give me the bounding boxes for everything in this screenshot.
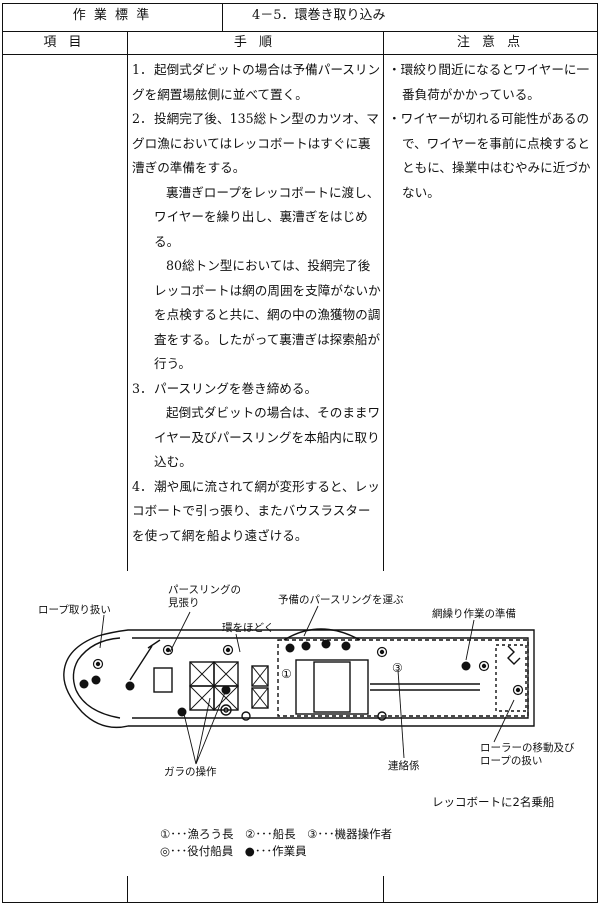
notes-column: ・環絞り間近になるとワイヤーに一番負荷がかかっている。 ・ワイヤーが切れる可能性…	[388, 58, 593, 205]
hull-outline	[63, 629, 535, 729]
column-notes: 注 意 点	[456, 35, 525, 50]
officer-marker	[379, 649, 385, 655]
procedure-text: 1．起倒式ダビットの場合は予備パースリングを網置場舷側に並べて置く。 2．投網完…	[132, 58, 382, 548]
col-divider-1	[127, 31, 128, 571]
column-item: 項 目	[43, 35, 86, 50]
label-rope-handling: ロープ取り扱い	[38, 604, 111, 616]
leader-spare	[303, 605, 319, 637]
worker-marker	[461, 661, 471, 671]
officer-marker	[222, 644, 234, 656]
page-title: 4－5．環巻き取り込み	[252, 8, 386, 23]
worker-marker	[125, 681, 135, 691]
worker-marker	[285, 643, 295, 653]
leader-rope	[99, 614, 105, 649]
col-divider-2-bottom	[383, 876, 384, 903]
deck-edge	[132, 637, 529, 719]
col-divider-2	[383, 31, 384, 571]
winch-block-inner	[313, 661, 351, 713]
worker-marker	[177, 707, 187, 717]
step-4: 潮や風に流されて網が変形すると、レッコボートで引っ張り、またバウスラスターを使っ…	[132, 478, 380, 543]
header-divider	[2, 31, 598, 32]
label-ring-release: 環をほどく	[222, 622, 275, 634]
header-split	[222, 3, 223, 31]
step-1: 起倒式ダビットの場合は予備パースリングを網置場舷側に並べて置く。	[132, 62, 381, 102]
worker-marker	[221, 685, 231, 695]
label-gara: ガラの操作	[164, 766, 217, 778]
worker-marker	[321, 639, 331, 649]
worker-marker	[79, 679, 89, 689]
fitting	[220, 704, 232, 716]
officer-marker	[376, 646, 388, 658]
step-2: 投網完了後、135総トン型のカツオ、マグロ漁においてはレッコボートはすぐに裏漕ぎ…	[132, 111, 379, 175]
officer-marker	[478, 660, 490, 672]
label-spare-ring: 予備のパースリングを運ぶ	[278, 594, 404, 606]
leader-gara	[183, 689, 227, 765]
label-liaison: 連絡係	[388, 760, 420, 772]
stern-area	[495, 644, 527, 712]
fitting	[241, 711, 251, 721]
hold-box	[251, 687, 269, 709]
column-procedure: 手 順	[233, 35, 277, 50]
step-2-paragraph-2: 裏漕ぎロープをレッコボートに渡し、ワイヤーを繰り出し、裏漕ぎをはじめる。	[154, 184, 380, 249]
officer-marker	[225, 647, 231, 653]
label-net-prep: 網繰り作業の準備	[432, 608, 516, 620]
leader-roller	[493, 699, 515, 743]
bow-bulwark	[72, 637, 121, 719]
step-3-paragraph-2: 起倒式ダビットの場合は、そのままワイヤー及びパースリングを本船内に取り込む。	[154, 405, 381, 469]
box-cross	[189, 661, 269, 711]
stern-roller	[507, 645, 521, 665]
label-roller: ローラーの移動及び ロープの扱い	[480, 742, 575, 767]
marker-operator: ③	[392, 661, 403, 675]
hold-box	[251, 665, 269, 687]
leader-ring	[235, 633, 241, 653]
worker-marker	[91, 675, 101, 685]
leader-liaison	[397, 669, 405, 759]
officer-marker	[515, 687, 521, 693]
officer-marker	[162, 644, 174, 656]
officer-marker	[481, 663, 487, 669]
step-number: 1．	[132, 62, 153, 77]
note-1: ・環絞り間近になるとワイヤーに一番負荷がかかっている。	[388, 62, 590, 102]
step-number: 3．	[132, 380, 153, 396]
leader-watch	[169, 611, 191, 653]
step-3: パースリングを巻き締める。	[154, 380, 318, 396]
purse-ring-arc	[283, 628, 361, 641]
step-number: 2．	[132, 111, 153, 126]
officer-marker	[512, 684, 524, 696]
page-frame	[2, 3, 598, 903]
fitting	[223, 707, 229, 713]
officer-marker	[92, 658, 104, 670]
marker-fisherman-chief: ①	[281, 667, 292, 681]
hold-box	[153, 667, 173, 693]
worker-marker	[341, 641, 351, 651]
winch-block	[295, 659, 369, 715]
officer-marker	[165, 647, 171, 653]
officer-marker	[95, 661, 101, 667]
legend-line-1: ①･･･漁ろう長 ②･･･船長 ③･･･機器操作者	[160, 827, 393, 841]
header-label: 作 業 標 準	[72, 8, 152, 23]
worker-marker	[301, 641, 311, 651]
working-area	[277, 639, 529, 717]
note-2: ・ワイヤーが切れる可能性があるので、ワイヤーを事前に点検するとともに、操業中はむ…	[388, 111, 591, 200]
step-2-paragraph-3: 80総トン型においては、投網完了後レッコボートは網の周囲を支障がないかを点検する…	[154, 258, 381, 371]
col-divider-1-bottom	[127, 876, 128, 903]
davit	[129, 639, 161, 681]
leader-netprep	[465, 619, 475, 661]
label-lekko-crew: レッコボートに2名乗船	[432, 795, 555, 809]
column-header-divider	[2, 54, 598, 55]
label-purse-ring-watch: パースリングの 見張り	[168, 584, 241, 609]
step-number: 4．	[132, 478, 153, 494]
legend-line-2: ◎･･･役付船員 ●･･･作業員	[160, 844, 307, 858]
boom	[370, 683, 480, 691]
fitting	[377, 711, 387, 721]
